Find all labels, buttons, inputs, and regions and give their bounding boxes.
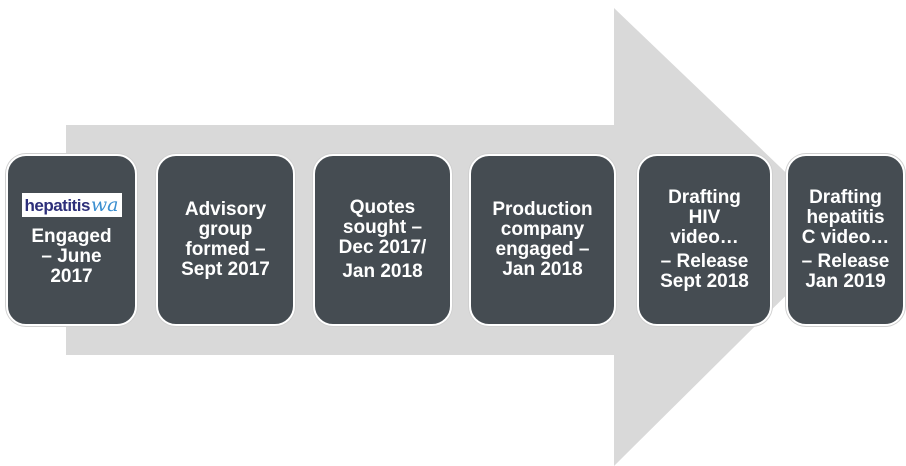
logo-main-text: hepatitis bbox=[24, 196, 91, 215]
step-4-line-2: company bbox=[500, 219, 585, 240]
step-engaged: hepatitis wa Engaged – June 2017 bbox=[6, 154, 137, 326]
step-advisory-group: Advisory group formed – Sept 2017 bbox=[156, 154, 295, 326]
step-1-line-2: – June bbox=[41, 246, 102, 267]
step-5-line-5: Sept 2018 bbox=[660, 271, 749, 292]
step-2-line-3: formed – bbox=[185, 239, 266, 260]
step-6-line-3: C video… bbox=[801, 227, 890, 248]
step-2-line-4: Sept 2017 bbox=[181, 259, 270, 280]
step-5-line-2: HIV bbox=[688, 207, 721, 228]
step-production-company: Production company engaged – Jan 2018 bbox=[469, 154, 616, 326]
step-2-line-2: group bbox=[198, 219, 253, 240]
step-drafting-hiv-video: Drafting HIV video… – Release Sept 2018 bbox=[637, 154, 772, 326]
step-4-line-1: Production bbox=[492, 199, 593, 220]
step-5-line-1: Drafting bbox=[668, 187, 741, 208]
step-4-line-4: Jan 2018 bbox=[502, 259, 583, 280]
logo-script-text: wa bbox=[90, 194, 119, 216]
step-3-line-1: Quotes bbox=[349, 197, 416, 218]
step-4-line-3: engaged – bbox=[495, 239, 590, 260]
step-3-line-3: Dec 2017/ bbox=[338, 237, 427, 258]
step-6-line-2: hepatitis bbox=[806, 207, 885, 228]
arrow-shape bbox=[66, 8, 849, 466]
step-6-line-4: – Release bbox=[801, 251, 890, 272]
step-3-line-2: sought – bbox=[342, 217, 423, 238]
step-6-line-1: Drafting bbox=[809, 187, 882, 208]
step-1-line-3: 2017 bbox=[50, 266, 93, 287]
step-6-line-5: Jan 2019 bbox=[805, 271, 886, 292]
step-2-line-1: Advisory bbox=[184, 199, 267, 220]
step-drafting-hepatitis-c-video: Drafting hepatitis C video… – Release Ja… bbox=[786, 154, 905, 326]
step-1-line-1: Engaged bbox=[31, 226, 112, 247]
step-3-line-4: Jan 2018 bbox=[342, 261, 423, 282]
step-5-line-3: video… bbox=[670, 227, 739, 248]
step-quotes-sought: Quotes sought – Dec 2017/ Jan 2018 bbox=[313, 154, 452, 326]
hepatitis-wa-logo: hepatitis wa bbox=[21, 193, 122, 217]
step-5-line-4: – Release bbox=[660, 251, 749, 272]
